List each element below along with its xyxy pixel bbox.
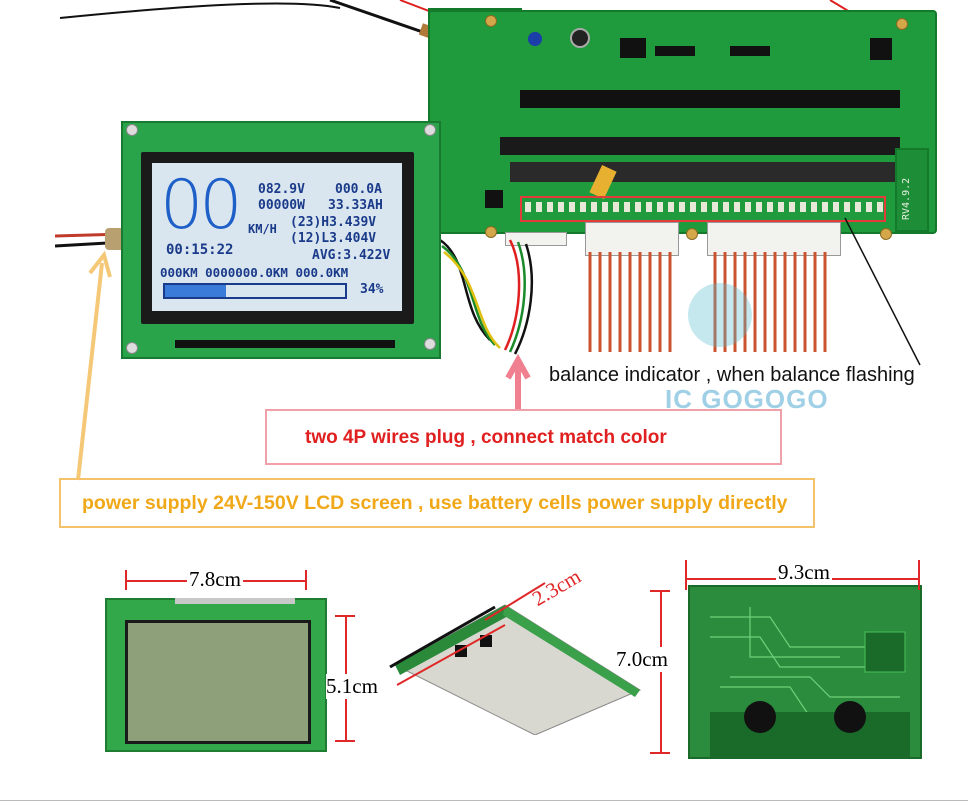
pcb-back-photo [688, 585, 922, 759]
dim-tick [305, 570, 307, 590]
mcu-chip [870, 38, 892, 60]
screw [896, 18, 908, 30]
speed-unit: KM/H [248, 222, 277, 236]
power-annotation-box [59, 478, 815, 528]
screw [485, 15, 497, 27]
screw [485, 226, 497, 238]
time-readout: 00:15:22 [166, 242, 234, 258]
balance-led-row [525, 202, 885, 212]
screw [686, 228, 698, 240]
cell-wires [588, 252, 827, 352]
small-lcd-glass [125, 620, 311, 744]
wires-annotation: two 4P wires plug , connect match color [305, 427, 667, 448]
screw [424, 338, 436, 350]
screw [126, 124, 138, 136]
small-lcd-pins [175, 598, 295, 604]
power-arrow [76, 250, 112, 481]
capacitor [528, 32, 542, 46]
power-annotation: power supply 24V-150V LCD screen , use b… [82, 492, 788, 514]
dim-tick [650, 752, 670, 754]
dim-tick [650, 590, 670, 592]
bottom-divider [0, 800, 968, 801]
ic-chip [620, 38, 646, 58]
speed-readout: 00 [160, 166, 243, 245]
watermark-logo [688, 283, 752, 347]
bms-side-photo [389, 582, 642, 735]
cell-high-readout: (23)H3.439V [290, 215, 377, 230]
battery-percent: 34% [360, 282, 384, 297]
dim-tick [125, 570, 127, 590]
screw [126, 342, 138, 354]
power-readout: 00000W [258, 198, 305, 213]
dim-tick [685, 560, 687, 590]
ic-chip [655, 46, 695, 56]
balance-highlight-box [520, 196, 886, 222]
capacitor [570, 28, 590, 48]
board-width-label: 9.3cm [776, 560, 832, 585]
mosfet-row-2 [500, 137, 900, 155]
wires-annotation-box [265, 409, 782, 465]
avg-readout: AVG:3.422V [312, 248, 391, 263]
board-height-label: 7.0cm [616, 647, 668, 672]
battery-bar-fill [165, 285, 227, 297]
dim-tick [918, 560, 920, 590]
voltage-readout: 082.9V [258, 182, 305, 197]
cell-connector-left [585, 222, 679, 256]
battery-bar [163, 283, 347, 299]
annotation-arrows [505, 217, 921, 410]
pcb-tab: RV4.9.2 [895, 148, 929, 232]
current-readout: 000.0A [335, 182, 382, 197]
resistor-row [510, 162, 900, 182]
lcd-height-label: 5.1cm [326, 674, 378, 699]
screw [880, 228, 892, 240]
mosfet-row-1 [520, 90, 900, 108]
4p-wires [439, 238, 534, 355]
odometer-row: 000KM 0000000.0KM 000.0KM [160, 265, 349, 280]
balance-annotation: balance indicator , when balance flashin… [549, 364, 915, 386]
lcd-width-label: 7.8cm [187, 567, 243, 592]
capacity-readout: 33.33AH [328, 198, 383, 213]
ic-chip [730, 46, 770, 56]
4p-connector [505, 232, 567, 246]
lcd-pin-header [175, 340, 395, 348]
switch [485, 190, 503, 208]
cell-low-readout: (12)L3.404V [290, 231, 377, 246]
dim-tick [335, 615, 355, 617]
screw [424, 124, 436, 136]
dim-tick [335, 740, 355, 742]
